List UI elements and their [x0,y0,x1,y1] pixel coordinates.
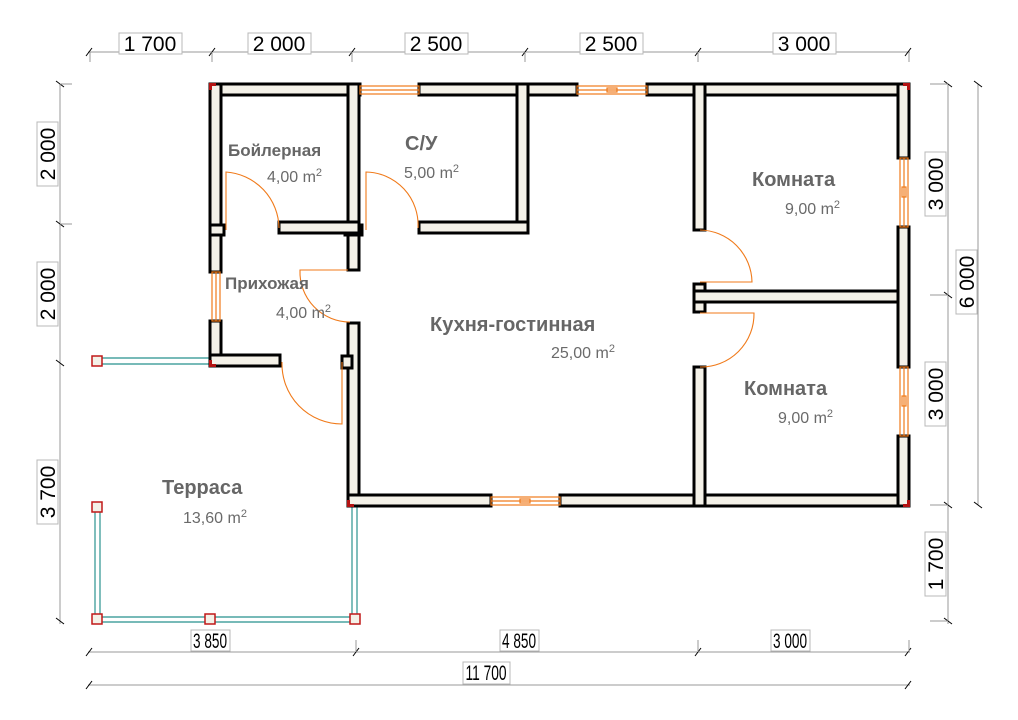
window-right-room-1 [899,157,909,228]
dimension-chain-right-outer: 6 000 [955,80,983,509]
svg-text:2 500: 2 500 [410,33,463,56]
svg-text:Бойлерная: Бойлерная [228,141,321,160]
walls [208,82,911,508]
svg-text:3 700: 3 700 [37,466,60,519]
svg-text:3 000: 3 000 [773,630,807,653]
svg-text:25,00 m2: 25,00 m2 [551,343,615,362]
room-bedroom-1: Комната 9,00 m2 [752,169,840,218]
svg-text:9,00 m2: 9,00 m2 [778,408,833,427]
door-boiler-room [225,171,280,230]
dim-label-left-2: 2 000 [36,261,60,327]
door-room-2 [699,312,755,368]
window-top-kitchen [576,85,648,95]
corner-markers [209,83,910,507]
doors [225,171,755,425]
svg-text:3 850: 3 850 [193,630,227,653]
terrace-post [91,355,103,367]
window-left-hallway [211,271,221,322]
dim-label-overall: 11 700 [462,661,511,685]
dimension-chain-right-inner: 3 000 3 000 1 700 [924,80,953,625]
room-boiler: Бойлерная 4,00 m2 [228,141,322,186]
svg-text:3 000: 3 000 [925,368,948,421]
room-hallway: Прихожая 4,00 m2 [225,274,331,322]
dim-label-right-total: 6 000 [955,249,979,315]
terrace-post [91,613,103,625]
dim-label-top-3: 2 500 [404,32,469,56]
dim-label-top-1: 1 700 [118,32,183,56]
dim-label-bottom-1: 3 850 [190,629,231,653]
svg-text:6 000: 6 000 [956,256,979,309]
dimension-chain-overall: 11 700 [85,661,912,690]
dim-label-right-3: 1 700 [924,531,948,597]
svg-text:11 700: 11 700 [466,662,507,685]
window-right-room-2 [899,366,909,437]
svg-text:3 000: 3 000 [925,158,948,211]
svg-text:Терраса: Терраса [162,477,243,499]
svg-text:Прихожая: Прихожая [225,274,309,293]
svg-text:С/У: С/У [405,133,438,155]
dim-label-top-4: 2 500 [579,32,644,56]
svg-text:2 000: 2 000 [37,268,60,321]
dim-label-right-2: 3 000 [924,361,948,427]
terrace-post [91,501,103,513]
door-bathroom [365,171,419,230]
dim-label-top-5: 3 000 [772,32,837,56]
svg-text:4 850: 4 850 [502,630,536,653]
dim-label-bottom-2: 4 850 [499,629,540,653]
room-bedroom-2: Комната 9,00 m2 [744,378,833,427]
terrace-post [204,613,216,625]
svg-text:4,00 m2: 4,00 m2 [267,167,322,186]
svg-text:1 700: 1 700 [925,538,948,591]
svg-text:5,00 m2: 5,00 m2 [404,163,459,182]
svg-text:Комната: Комната [752,169,836,191]
svg-text:9,00 m2: 9,00 m2 [785,199,840,218]
svg-text:Кухня-гостинная: Кухня-гостинная [430,314,595,336]
window-top-bathroom [359,85,420,95]
dimension-chain-bottom: 3 850 4 850 3 000 [85,629,912,657]
room-bathroom: С/У 5,00 m2 [404,133,459,182]
svg-text:2 000: 2 000 [253,33,306,56]
door-hallway-to-kitchen [299,269,351,323]
dimension-chain-top: 1 700 2 000 2 500 2 500 3 000 [85,32,912,62]
dim-label-left-3: 3 700 [36,459,60,525]
dim-label-left-1: 2 000 [36,121,60,187]
svg-text:2 000: 2 000 [37,128,60,181]
door-entrance [281,361,343,425]
door-room-1 [699,229,753,283]
dim-label-bottom-3: 3 000 [770,629,811,653]
windows [211,85,909,506]
terrace-post [349,613,361,625]
terrace-railing [91,355,361,625]
svg-text:3 000: 3 000 [778,33,831,56]
window-bottom-kitchen [490,496,561,506]
svg-text:13,60 m2: 13,60 m2 [183,508,247,527]
dimension-chain-left: 2 000 2 000 3 700 [36,80,72,625]
svg-text:Комната: Комната [744,378,828,400]
dim-label-right-1: 3 000 [924,151,948,217]
room-terrace: Терраса 13,60 m2 [162,477,247,527]
dim-label-top-2: 2 000 [247,32,312,56]
svg-text:2 500: 2 500 [585,33,638,56]
svg-text:4,00 m2: 4,00 m2 [276,303,331,322]
svg-text:1 700: 1 700 [124,33,177,56]
room-kitchen-living: Кухня-гостинная 25,00 m2 [430,314,615,362]
